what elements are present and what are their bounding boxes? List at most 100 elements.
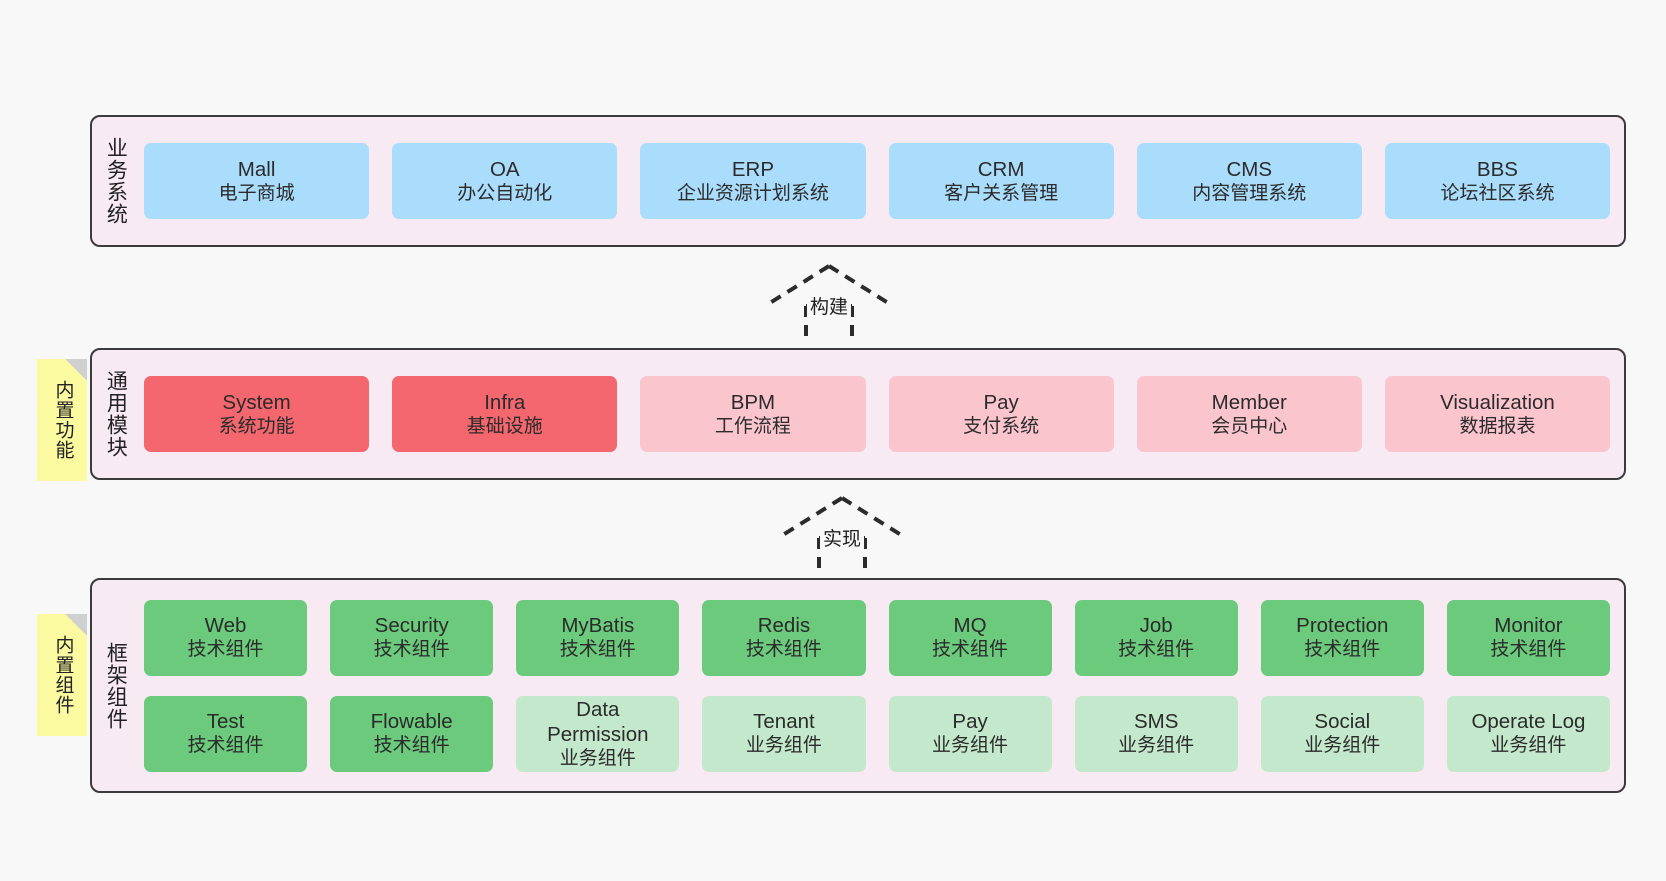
component-desc: 业务组件 <box>1304 735 1381 757</box>
component-card-mq[interactable]: MQ 技术组件 <box>888 599 1052 676</box>
component-desc: 系统功能 <box>218 415 295 437</box>
component-desc: 工作流程 <box>714 415 791 437</box>
component-card-pay[interactable]: Pay 支付系统 <box>888 376 1114 452</box>
component-desc: 业务组件 <box>1118 735 1195 757</box>
component-name: Flowable <box>370 710 453 734</box>
component-card-web[interactable]: Web 技术组件 <box>144 599 308 676</box>
component-desc: 技术组件 <box>1490 639 1567 661</box>
component-card-infra[interactable]: Infra 基础设施 <box>392 376 618 452</box>
arrow-label-implement: 实现 <box>819 524 865 551</box>
component-desc: 客户关系管理 <box>944 182 1059 204</box>
component-desc: 技术组件 <box>1118 639 1195 661</box>
component-desc: 业务组件 <box>932 735 1009 757</box>
sticky-note-builtin-component: 内置组件 <box>37 614 87 736</box>
component-name: Protection <box>1296 614 1389 638</box>
component-name: BBS <box>1476 157 1518 181</box>
component-desc: 内容管理系统 <box>1192 182 1307 204</box>
component-card-member[interactable]: Member 会员中心 <box>1136 376 1362 452</box>
component-card-cms[interactable]: CMS 内容管理系统 <box>1136 143 1362 219</box>
component-card-security[interactable]: Security 技术组件 <box>330 599 494 676</box>
component-card-job[interactable]: Job 技术组件 <box>1074 599 1238 676</box>
component-card-mybatis[interactable]: MyBatis 技术组件 <box>516 599 680 676</box>
component-desc: 业务组件 <box>559 747 636 769</box>
component-name: System <box>222 390 291 414</box>
sticky-note-label: 内置功能 <box>52 380 74 460</box>
component-name: Test <box>206 710 245 734</box>
component-row: Test 技术组件 Flowable 技术组件 Data Permission … <box>144 695 1610 772</box>
component-name: Redis <box>757 614 811 638</box>
component-name: CMS <box>1226 157 1273 181</box>
component-card-flowable[interactable]: Flowable 技术组件 <box>330 695 494 772</box>
component-name: Pay <box>952 710 988 734</box>
arrow-label-build: 构建 <box>806 292 852 319</box>
component-card-data-permission[interactable]: Data Permission 业务组件 <box>516 695 680 772</box>
component-desc: 基础设施 <box>466 415 543 437</box>
component-name: Tenant <box>753 710 815 734</box>
component-card-tenant[interactable]: Tenant 业务组件 <box>702 695 866 772</box>
component-desc: 技术组件 <box>187 735 264 757</box>
component-name: Data Permission <box>547 697 649 746</box>
component-card-oa[interactable]: OA 办公自动化 <box>392 143 618 219</box>
component-desc: 企业资源计划系统 <box>676 182 829 204</box>
component-card-protection[interactable]: Protection 技术组件 <box>1260 599 1424 676</box>
component-name: MyBatis <box>561 614 635 638</box>
layer-framework-component: 框架组件 Web 技术组件 Security 技术组件 MyBatis 技术组件… <box>90 578 1626 793</box>
layer-body-common-module: System 系统功能 Infra 基础设施 BPM 工作流程 Pay 支付系统… <box>138 350 1624 478</box>
component-card-monitor[interactable]: Monitor 技术组件 <box>1446 599 1610 676</box>
layer-title-framework-component: 框架组件 <box>104 641 128 730</box>
component-card-sms[interactable]: SMS 业务组件 <box>1074 695 1238 772</box>
component-desc: 业务组件 <box>1490 735 1567 757</box>
component-desc: 技术组件 <box>373 735 450 757</box>
layer-title-common-module: 通用模块 <box>104 370 128 458</box>
component-desc: 支付系统 <box>963 415 1040 437</box>
component-row: System 系统功能 Infra 基础设施 BPM 工作流程 Pay 支付系统… <box>144 376 1611 452</box>
component-desc: 论坛社区系统 <box>1440 182 1555 204</box>
component-desc: 会员中心 <box>1211 415 1288 437</box>
generalization-arrow-implement: 实现 <box>775 494 909 572</box>
component-desc: 电子商城 <box>218 182 295 204</box>
component-desc: 技术组件 <box>745 639 822 661</box>
component-row: Web 技术组件 Security 技术组件 MyBatis 技术组件 Redi… <box>144 599 1610 676</box>
component-card-mall[interactable]: Mall 电子商城 <box>144 143 370 219</box>
layer-body-framework-component: Web 技术组件 Security 技术组件 MyBatis 技术组件 Redi… <box>138 580 1624 791</box>
component-row: Mall 电子商城 OA 办公自动化 ERP 企业资源计划系统 CRM 客户关系… <box>144 143 1611 219</box>
component-card-bpm[interactable]: BPM 工作流程 <box>640 376 866 452</box>
component-card-bbs[interactable]: BBS 论坛社区系统 <box>1384 143 1611 219</box>
component-name: Member <box>1211 390 1287 414</box>
layer-common-module: 通用模块 System 系统功能 Infra 基础设施 BPM 工作流程 Pay… <box>90 348 1626 480</box>
component-desc: 技术组件 <box>373 639 450 661</box>
component-name: ERP <box>731 157 774 181</box>
component-name: SMS <box>1133 710 1179 734</box>
component-card-pay-business[interactable]: Pay 业务组件 <box>888 695 1052 772</box>
component-name: Security <box>374 614 449 638</box>
component-desc: 技术组件 <box>559 639 636 661</box>
component-card-system[interactable]: System 系统功能 <box>144 376 370 452</box>
component-name: OA <box>489 157 520 181</box>
layer-business-system: 业务系统 Mall 电子商城 OA 办公自动化 ERP 企业资源计划系统 CRM… <box>90 115 1626 247</box>
layer-title-business-system: 业务系统 <box>104 137 128 225</box>
layer-body-business-system: Mall 电子商城 OA 办公自动化 ERP 企业资源计划系统 CRM 客户关系… <box>138 117 1624 245</box>
sticky-note-builtin-function: 内置功能 <box>37 359 87 481</box>
component-card-crm[interactable]: CRM 客户关系管理 <box>888 143 1114 219</box>
component-card-test[interactable]: Test 技术组件 <box>144 695 308 772</box>
component-name: Job <box>1139 614 1173 638</box>
component-desc: 业务组件 <box>745 735 822 757</box>
component-name: Visualization <box>1440 390 1555 414</box>
component-name: Social <box>1314 710 1371 734</box>
component-name: MQ <box>953 614 987 638</box>
component-desc: 办公自动化 <box>457 182 553 204</box>
component-desc: 技术组件 <box>187 639 264 661</box>
component-name: Pay <box>983 390 1019 414</box>
component-name: CRM <box>977 157 1025 181</box>
component-card-redis[interactable]: Redis 技术组件 <box>702 599 866 676</box>
component-card-social[interactable]: Social 业务组件 <box>1260 695 1424 772</box>
generalization-arrow-build: 构建 <box>762 262 896 340</box>
component-card-operate-log[interactable]: Operate Log 业务组件 <box>1446 695 1610 772</box>
component-card-erp[interactable]: ERP 企业资源计划系统 <box>640 143 866 219</box>
component-desc: 数据报表 <box>1459 415 1536 437</box>
component-name: Mall <box>237 157 276 181</box>
component-desc: 技术组件 <box>932 639 1009 661</box>
component-name: Monitor <box>1494 614 1563 638</box>
component-card-visualization[interactable]: Visualization 数据报表 <box>1384 376 1611 452</box>
